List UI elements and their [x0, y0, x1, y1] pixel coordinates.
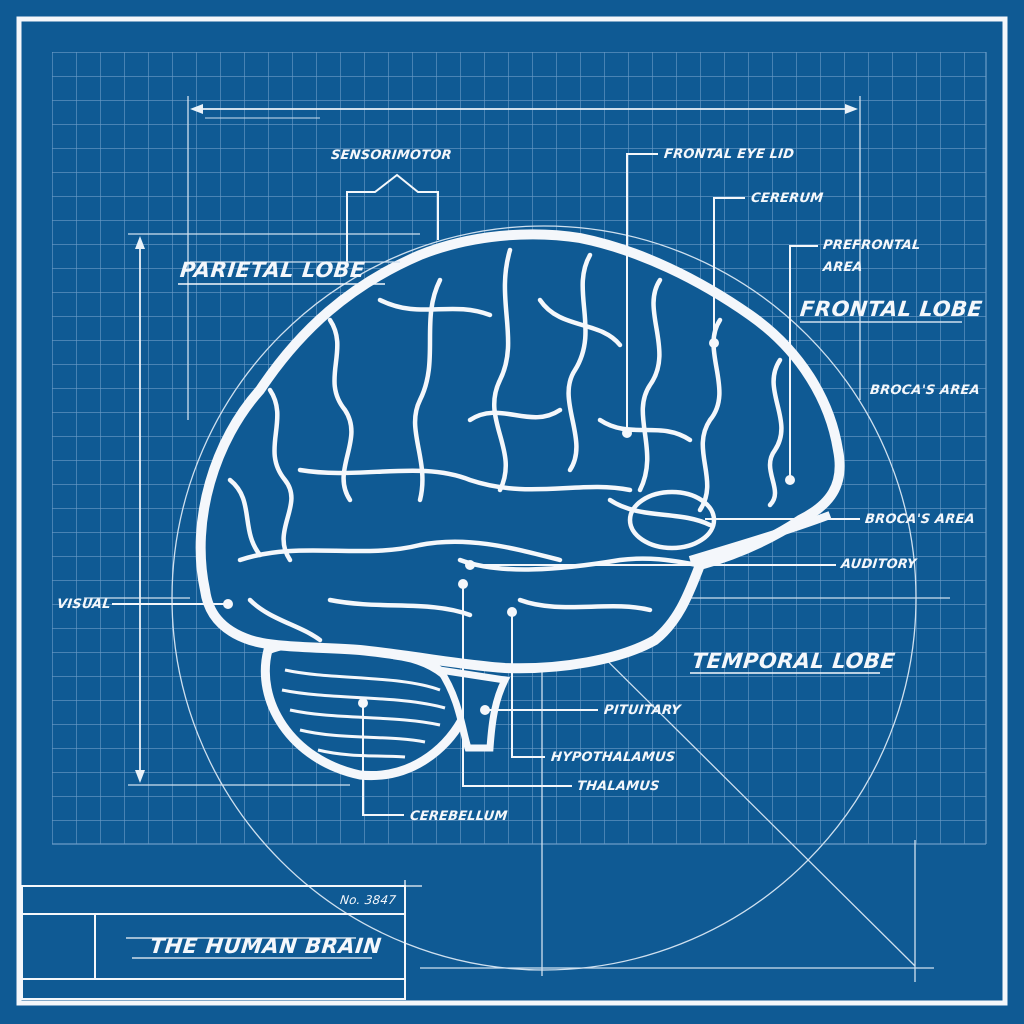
label-prefrontal-line2: AREA — [822, 260, 864, 275]
label-cerebellum: CEREBELLUM — [409, 809, 509, 824]
brain-illustration — [195, 229, 845, 781]
label-prefrontal-line1: PREFRONTAL — [822, 238, 922, 253]
drawing-number: No. 3847 — [339, 893, 397, 907]
label-auditory: AUDITORY — [840, 557, 918, 572]
label-thalamus: THALAMUS — [576, 779, 661, 794]
drawing-title: THE HUMAN BRAIN — [148, 934, 383, 958]
label-frontal-eye-lid: FRONTAL EYE LID — [663, 147, 795, 162]
width-dimension-arrow — [187, 96, 861, 420]
height-dimension-arrow — [128, 233, 420, 786]
label-frontal-lobe: FRONTAL LOBE — [798, 297, 984, 321]
label-sensorimotor: SENSORIMOTOR — [330, 148, 453, 163]
label-parietal-lobe: PARIETAL LOBE — [178, 258, 367, 282]
label-cererum: CERERUM — [750, 191, 825, 206]
label-brocas-area-bottom: BROCA'S AREA — [864, 512, 976, 527]
outer-frame — [16, 16, 1008, 1006]
label-hypothalamus: HYPOTHALAMUS — [550, 750, 677, 765]
label-pituitary: PITUITARY — [603, 703, 682, 718]
label-visual: VISUAL — [56, 597, 112, 612]
label-temporal-lobe: TEMPORAL LOBE — [690, 649, 897, 673]
title-block — [21, 880, 422, 1000]
label-brocas-area-top: BROCA'S AREA — [869, 383, 981, 398]
leader-lines — [112, 153, 962, 816]
